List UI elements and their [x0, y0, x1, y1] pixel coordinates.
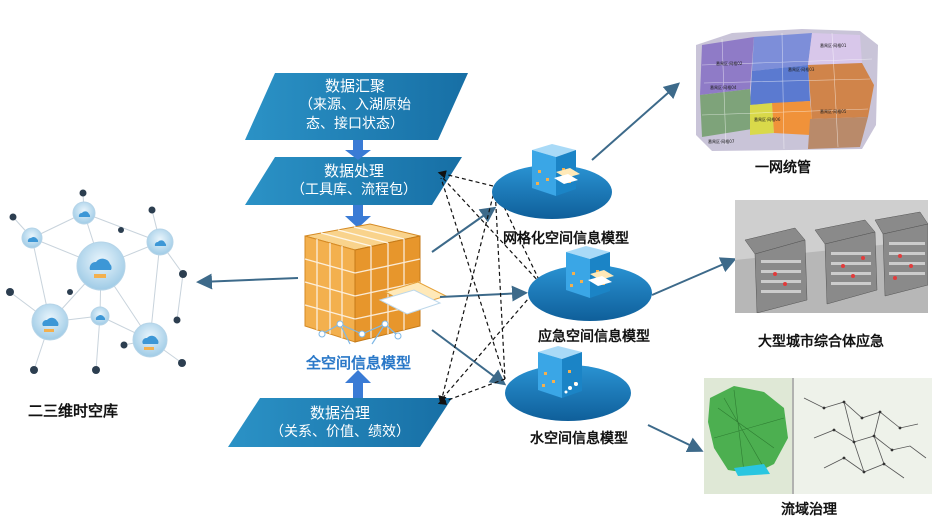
map-grid-label: 番禺区·网格02: [716, 60, 743, 66]
city-complex-3d-scene: [735, 200, 928, 313]
map-grid-label: 番禺区·网格01: [820, 42, 847, 48]
panel-processing-shape: [245, 157, 462, 205]
map-grid-label: 番禺区·网格05: [820, 108, 847, 114]
watershed-governance-label: 流域治理: [781, 502, 837, 518]
emergency-model-label: 应急空间信息模型: [538, 329, 650, 345]
panel-processing-text: 数据处理 （工具库、流程包）: [264, 162, 444, 200]
panel-aggregation-text: 数据汇聚 （来源、入湖原始 态、接口状态）: [270, 77, 440, 134]
panel-aggregation-line2: 态、接口状态）: [306, 116, 404, 132]
map-grid-label: 番禺区·网格07: [708, 138, 735, 144]
grid-management-map: 番禺区·网格01 番禺区·网格02 番禺区·网格03 番禺区·网格04 番禺区·…: [692, 25, 882, 153]
panel-governance-shape: [228, 398, 452, 447]
connection-arrows: [196, 82, 737, 453]
water-model-label: 水空间信息模型: [530, 431, 628, 447]
grid-model-label: 网格化空间信息模型: [503, 231, 629, 247]
map-grid-label: 番禺区·网格06: [754, 116, 781, 122]
core-model-label: 全空间信息模型: [306, 354, 412, 372]
panel-processing-line1: （工具库、流程包）: [291, 182, 417, 198]
mini-cubes: [532, 144, 614, 398]
network-dot-nodes: [6, 189, 187, 374]
unified-management-label: 一网统管: [755, 160, 811, 176]
panel-governance-line1: （关系、价值、绩效）: [270, 424, 410, 440]
panel-aggregation-title: 数据汇聚: [324, 77, 385, 95]
panel-governance-text: 数据治理 （关系、价值、绩效）: [248, 404, 432, 442]
panel-governance-title: 数据治理: [309, 404, 370, 422]
panel-aggregation-shape: [245, 73, 468, 140]
watershed-map: [704, 378, 932, 494]
network-cloud-nodes: [21, 201, 174, 358]
map-grid-label: 番禺区·网格03: [788, 66, 815, 72]
panel-processing-title: 数据处理: [323, 162, 384, 180]
panel-aggregation-line1: （来源、入湖原始: [299, 97, 411, 113]
dashed-links: [437, 170, 542, 405]
spatiotemporal-db-label: 二三维时空库: [28, 402, 119, 420]
city-complex-emergency-label: 大型城市综合体应急: [758, 334, 884, 350]
vertical-blue-arrows: [345, 140, 371, 398]
map-grid-label: 番禺区·网格04: [710, 84, 737, 90]
core-cube: [304, 223, 448, 345]
